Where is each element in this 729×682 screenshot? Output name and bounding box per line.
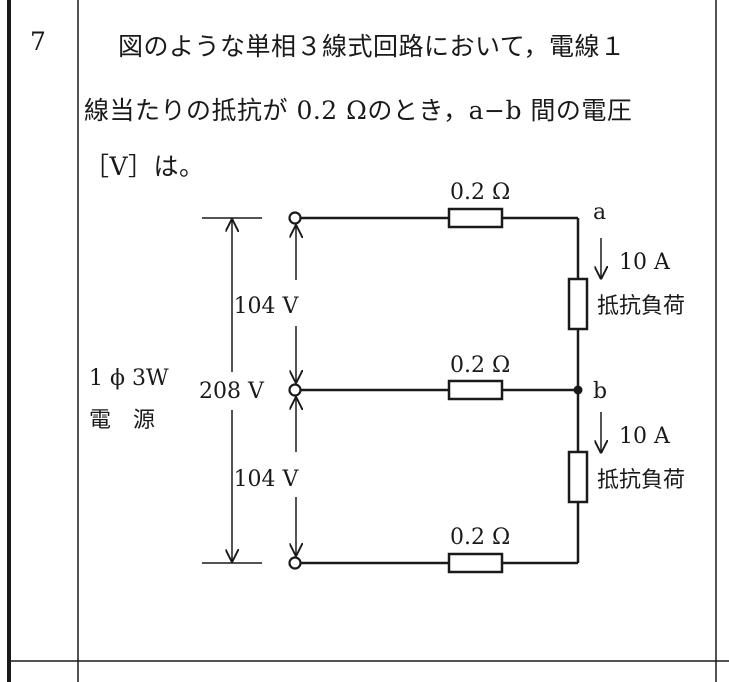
voltage-upper-label: 104 V	[234, 294, 300, 319]
voltage-total-label: 208 V	[199, 379, 265, 404]
load-resistor-top	[567, 277, 589, 331]
node-b-label: b	[593, 379, 607, 404]
question-text-line-1: 図のような単相３線式回路において，電線１	[118, 32, 626, 61]
junction-b	[573, 385, 583, 395]
terminal-bottom	[288, 556, 302, 570]
resistor-neutral	[447, 379, 504, 401]
question-number: 7	[30, 27, 46, 56]
load-top-label: 抵抗負荷	[597, 294, 685, 319]
resistor-mid-label: 0.2 Ω	[450, 353, 510, 378]
resistor-bottom	[447, 552, 504, 574]
source-label-line2: 電 源	[89, 408, 155, 433]
resistor-top-label: 0.2 Ω	[450, 180, 510, 205]
node-a-label: a	[593, 200, 606, 225]
source-label-line1: 1 ϕ 3W	[89, 366, 169, 391]
resistor-top	[447, 207, 504, 229]
terminal-top	[288, 211, 302, 225]
voltage-lower-label: 104 V	[234, 467, 300, 492]
resistor-bot-label: 0.2 Ω	[450, 525, 510, 550]
load-resistor-bottom	[567, 450, 589, 504]
current-top-label: 10 A	[619, 250, 671, 275]
current-bot-label: 10 A	[619, 424, 671, 449]
terminal-neutral	[288, 383, 302, 397]
question-text-line-2: 線当たりの抵抗が 0.2 Ωのとき，a−b 間の電圧	[84, 96, 633, 125]
load-bot-label: 抵抗負荷	[597, 468, 685, 493]
question-text-line-3: ［V］は。	[84, 152, 205, 181]
